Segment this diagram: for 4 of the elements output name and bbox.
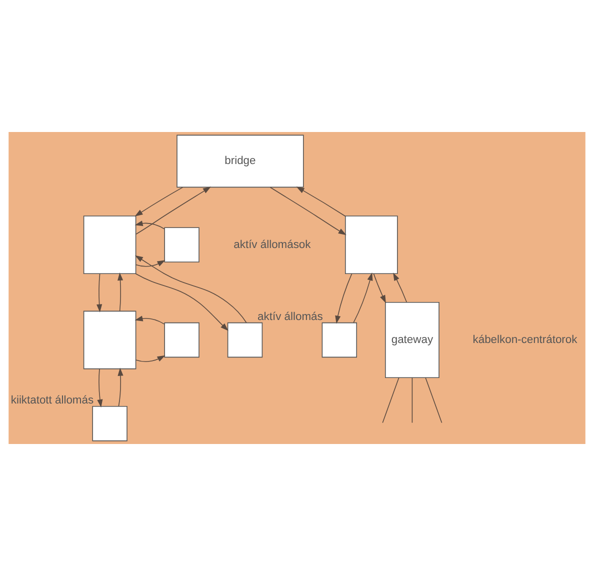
label: kábelkon-centrátorok: [472, 334, 578, 346]
node-label: kiiktatott állomás: [10, 394, 94, 406]
label: aktív állomások: [234, 238, 311, 251]
node-label: aktív állomás: [258, 310, 323, 323]
